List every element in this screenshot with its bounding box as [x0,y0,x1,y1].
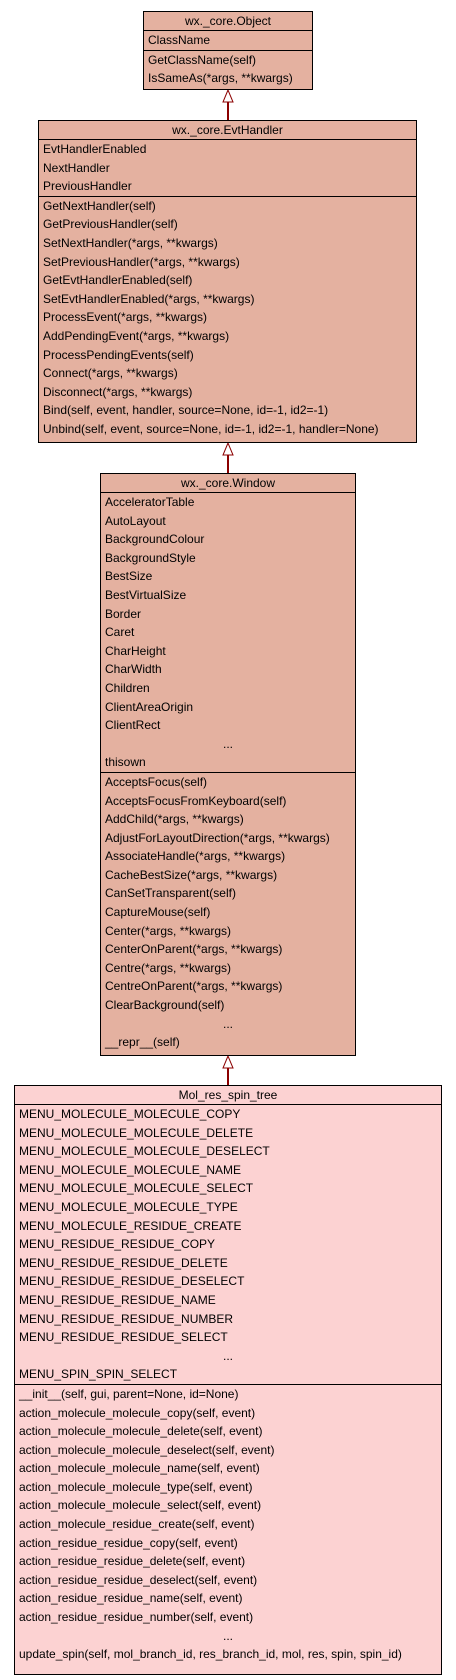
method-row: __repr__(self) [105,1035,180,1050]
method-row: update_spin(self, mol_branch_id, res_bra… [19,1647,402,1662]
attribute-row: CharHeight [105,643,166,658]
class-methods-section: GetClassName(self) IsSameAs(*args, **kwar… [144,51,312,88]
attribute-row: MENU_RESIDUE_RESIDUE_NUMBER [19,1311,234,1326]
attribute-row: BackgroundStyle [105,550,196,565]
attribute-row: EvtHandlerEnabled [43,142,147,156]
class-title: wx._core.Window [101,474,355,493]
method-row: action_molecule_molecule_delete(self, ev… [19,1424,263,1439]
class-methods-section: __init__(self, gui, parent=None, id=None… [15,1385,441,1664]
attribute-row: Children [105,680,150,695]
edge-evthandler-to-object [222,88,234,120]
attribute-row: CharWidth [105,662,162,677]
method-row: AddPendingEvent(*args, **kwargs) [43,328,230,343]
method-row: ClearBackground(self) [105,998,225,1013]
method-row: action_molecule_molecule_select(self, ev… [19,1498,262,1513]
method-row: action_residue_residue_delete(self, even… [19,1554,246,1569]
attribute-row: MENU_MOLECULE_MOLECULE_SELECT [19,1181,254,1196]
class-methods-section: GetNextHandler(self) GetPreviousHandler(s… [39,197,416,439]
method-row: GetPreviousHandler(self) [43,217,178,232]
attribute-row: NextHandler [43,160,110,175]
method-row: action_molecule_residue_create(self, eve… [19,1517,255,1532]
attribute-row: MENU_RESIDUE_RESIDUE_SELECT [19,1330,228,1345]
edge-mol-to-window [222,1054,234,1085]
method-row: CenterOnParent(*args, **kwargs) [105,942,283,957]
method-row: GetEvtHandlerEnabled(self) [43,273,193,288]
attribute-row: ClassName [148,33,211,47]
attribute-row: MENU_RESIDUE_RESIDUE_COPY [19,1237,216,1252]
attribute-row: Border [105,606,142,621]
attribute-row: thisown [105,755,146,770]
method-row: CanSetTransparent(self) [105,886,236,901]
attribute-row: BestSize [105,569,153,584]
method-row: action_molecule_molecule_copy(self, even… [19,1405,256,1420]
method-row: CentreOnParent(*args, **kwargs) [105,979,283,994]
ellipsis-row: ... [222,1628,233,1643]
method-row: action_molecule_molecule_type(self, even… [19,1479,253,1494]
attribute-row: ClientRect [105,718,161,733]
method-row: AssociateHandle(*args, **kwargs) [105,849,286,864]
attribute-row: BestVirtualSize [105,587,187,602]
attribute-row: MENU_MOLECULE_MOLECULE_NAME [19,1162,242,1177]
attribute-row: MENU_MOLECULE_MOLECULE_COPY [19,1107,241,1121]
method-row: Connect(*args, **kwargs) [43,366,178,381]
method-row: action_residue_residue_deselect(self, ev… [19,1572,258,1587]
method-row: ProcessEvent(*args, **kwargs) [43,310,208,325]
attribute-row: AcceleratorTable [105,495,195,509]
method-row: SetNextHandler(*args, **kwargs) [43,235,218,250]
attribute-row: ClientAreaOrigin [105,699,194,714]
method-row: action_molecule_molecule_deselect(self, … [19,1442,275,1457]
ellipsis-row: ... [222,1016,233,1031]
attribute-row: MENU_MOLECULE_RESIDUE_CREATE [19,1218,242,1233]
method-row: Disconnect(*args, **kwargs) [43,384,193,399]
edge-window-to-evthandler [222,441,234,473]
method-row: Centre(*args, **kwargs) [105,960,232,975]
method-row: IsSameAs(*args, **kwargs) [148,71,293,86]
attribute-row: BackgroundColour [105,532,205,547]
method-row: AcceptsFocus(self) [105,774,208,789]
class-methods-section: AcceptsFocus(self) AcceptsFocusFromKeyboa… [101,773,355,1052]
class-title: wx._core.Object [144,12,312,31]
class-attributes-section: ClassName [144,31,312,51]
method-row: CaptureMouse(self) [105,905,211,920]
method-row: CacheBestSize(*args, **kwargs) [105,867,278,882]
method-row: action_residue_residue_name(self, event) [19,1591,243,1606]
method-row: Unbind(self, event, source=None, id=-1, … [43,421,379,436]
method-row: GetClassName(self) [148,52,257,67]
attribute-row: MENU_SPIN_SPIN_SELECT [19,1367,178,1382]
attribute-row: Caret [105,625,135,640]
attribute-row: PreviousHandler [43,179,132,194]
ellipsis-row: ... [222,1348,233,1363]
method-row: action_molecule_molecule_name(self, even… [19,1461,260,1476]
class-attributes-section: MENU_MOLECULE_MOLECULE_COPY MENU_MOLECULE… [15,1105,441,1385]
attribute-row: MENU_MOLECULE_MOLECULE_DESELECT [19,1144,270,1159]
method-row: Center(*args, **kwargs) [105,923,232,938]
method-row: GetNextHandler(self) [43,198,156,213]
method-row: AdjustForLayoutDirection(*args, **kwargs… [105,830,330,845]
ellipsis-row: ... [222,736,233,751]
method-row: SetPreviousHandler(*args, **kwargs) [43,254,240,269]
method-row: action_residue_residue_copy(self, event) [19,1535,238,1550]
attribute-row: MENU_MOLECULE_MOLECULE_DELETE [19,1125,254,1140]
method-row: SetEvtHandlerEnabled(*args, **kwargs) [43,291,255,306]
attribute-row: MENU_MOLECULE_MOLECULE_TYPE [19,1199,238,1214]
attribute-row: AutoLayout [105,513,166,528]
attribute-row: MENU_RESIDUE_RESIDUE_DELETE [19,1255,228,1270]
method-row: AcceptsFocusFromKeyboard(self) [105,793,287,808]
method-row: __init__(self, gui, parent=None, id=None… [19,1386,239,1401]
method-row: AddChild(*args, **kwargs) [105,812,244,827]
attribute-row: MENU_RESIDUE_RESIDUE_DESELECT [19,1274,245,1289]
method-row: action_residue_residue_number(self, even… [19,1610,254,1625]
method-row: Bind(self, event, handler, source=None, … [43,403,329,418]
attribute-row: MENU_RESIDUE_RESIDUE_NAME [19,1292,216,1307]
method-row: ProcessPendingEvents(self) [43,347,194,362]
class-title: Mol_res_spin_tree [15,1086,441,1105]
class-title: wx._core.EvtHandler [39,121,416,140]
